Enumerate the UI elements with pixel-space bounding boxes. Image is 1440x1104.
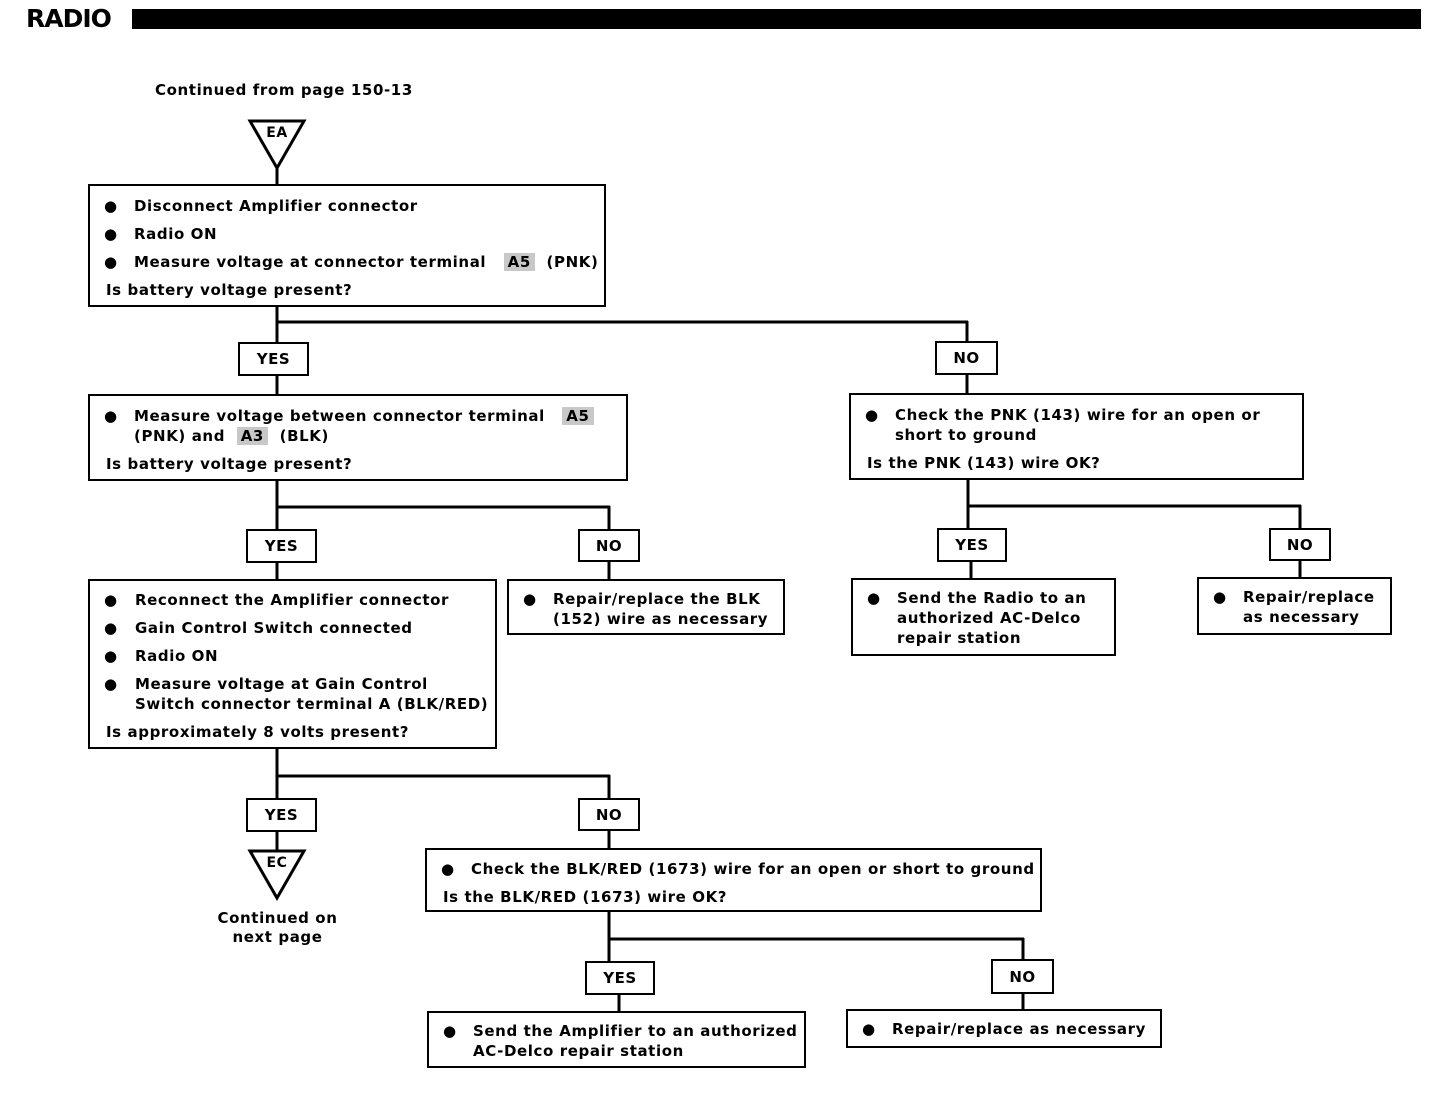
yes-label: YES (246, 529, 317, 563)
bullet: ● (104, 197, 118, 215)
step-box-send-radio: ● Send the Radio to an authorized AC-Del… (851, 578, 1116, 656)
step-text: repair station (897, 629, 1022, 647)
bullet: ● (443, 1022, 457, 1040)
bullet: ● (104, 675, 118, 693)
no-label: NO (935, 341, 998, 375)
step-box-repair-blk-wire: ● Repair/replace the BLK (152) wire as n… (507, 579, 785, 635)
yes-label: YES (246, 798, 317, 832)
step-text: (152) wire as necessary (553, 610, 769, 628)
bullet: ● (104, 591, 118, 609)
step-text: (PNK) and A3 (BLK) (134, 427, 329, 445)
connector-triangle-ea (247, 119, 307, 172)
yes-label: YES (238, 342, 309, 376)
bullet: ● (865, 406, 879, 424)
bullet: ● (1213, 588, 1227, 606)
step-text: Disconnect Amplifier connector (134, 197, 418, 215)
step-box-check-blk-red-wire: ● Check the BLK/RED (1673) wire for an o… (425, 848, 1042, 912)
step-text: Measure voltage at connector terminal A5… (134, 253, 599, 271)
step-text: Measure voltage between connector termin… (134, 406, 594, 426)
step-text: as necessary (1243, 608, 1360, 626)
step-text: Radio ON (134, 225, 218, 243)
connector-label-in: EA (266, 125, 288, 141)
continued-next-line2: next page (232, 928, 323, 946)
bullet: ● (862, 1020, 876, 1038)
bullet: ● (441, 860, 455, 878)
no-label: NO (991, 959, 1054, 994)
yes-label: YES (585, 961, 655, 995)
step-text: authorized AC-Delco (897, 609, 1081, 627)
step-text: Repair/replace as necessary (892, 1020, 1147, 1038)
step-box-repair-replace: ● Repair/replace as necessary (1197, 577, 1392, 635)
question-text: Is the BLK/RED (1673) wire OK? (443, 888, 728, 906)
continued-from-text: Continued from page 150-13 (155, 81, 413, 99)
step-text: Repair/replace (1243, 588, 1375, 606)
step-box-measure-between-terminals: ● Measure voltage between connector term… (88, 394, 628, 481)
question-text: Is the PNK (143) wire OK? (867, 454, 1101, 472)
no-label: NO (578, 798, 640, 831)
continued-next-line1: Continued on (217, 909, 338, 927)
step-box-disconnect-amplifier: ● Disconnect Amplifier connector ● Radio… (88, 184, 606, 307)
step-box-repair-replace-final: ● Repair/replace as necessary (846, 1009, 1162, 1048)
step-text: short to ground (895, 426, 1037, 444)
terminal-badge: A5 (503, 253, 535, 271)
no-label: NO (578, 529, 640, 562)
page-title: RADIO (26, 4, 112, 33)
connector-label-out: EC (266, 855, 288, 871)
connector-triangle-ec (247, 849, 307, 902)
step-text: Check the PNK (143) wire for an open or (895, 406, 1261, 424)
step-text: Gain Control Switch connected (135, 619, 413, 637)
step-text: AC-Delco repair station (473, 1042, 684, 1060)
question-text: Is battery voltage present? (106, 281, 353, 299)
step-box-check-pnk-wire: ● Check the PNK (143) wire for an open o… (849, 393, 1304, 480)
step-text: Send the Amplifier to an authorized (473, 1022, 798, 1040)
no-label: NO (1269, 528, 1331, 561)
step-text: Radio ON (135, 647, 219, 665)
bullet: ● (104, 253, 118, 271)
yes-label: YES (937, 528, 1007, 562)
step-text: Measure voltage at Gain Control (135, 675, 428, 693)
step-box-send-amplifier: ● Send the Amplifier to an authorized AC… (427, 1011, 806, 1068)
bullet: ● (104, 647, 118, 665)
question-text: Is approximately 8 volts present? (106, 723, 410, 741)
bullet: ● (104, 225, 118, 243)
step-text: Check the BLK/RED (1673) wire for an ope… (471, 860, 1035, 878)
terminal-badge: A5 (562, 407, 594, 425)
bullet: ● (867, 589, 881, 607)
terminal-badge: A3 (236, 427, 268, 445)
bullet: ● (104, 407, 118, 425)
step-text: Switch connector terminal A (BLK/RED) (135, 695, 489, 713)
bullet: ● (523, 590, 537, 608)
question-text: Is battery voltage present? (106, 455, 353, 473)
step-box-gain-control-measure: ● Reconnect the Amplifier connector ● Ga… (88, 579, 497, 749)
step-text: Send the Radio to an (897, 589, 1087, 607)
bullet: ● (104, 619, 118, 637)
header-bar (132, 9, 1421, 29)
step-text: Reconnect the Amplifier connector (135, 591, 449, 609)
step-text: Repair/replace the BLK (553, 590, 761, 608)
